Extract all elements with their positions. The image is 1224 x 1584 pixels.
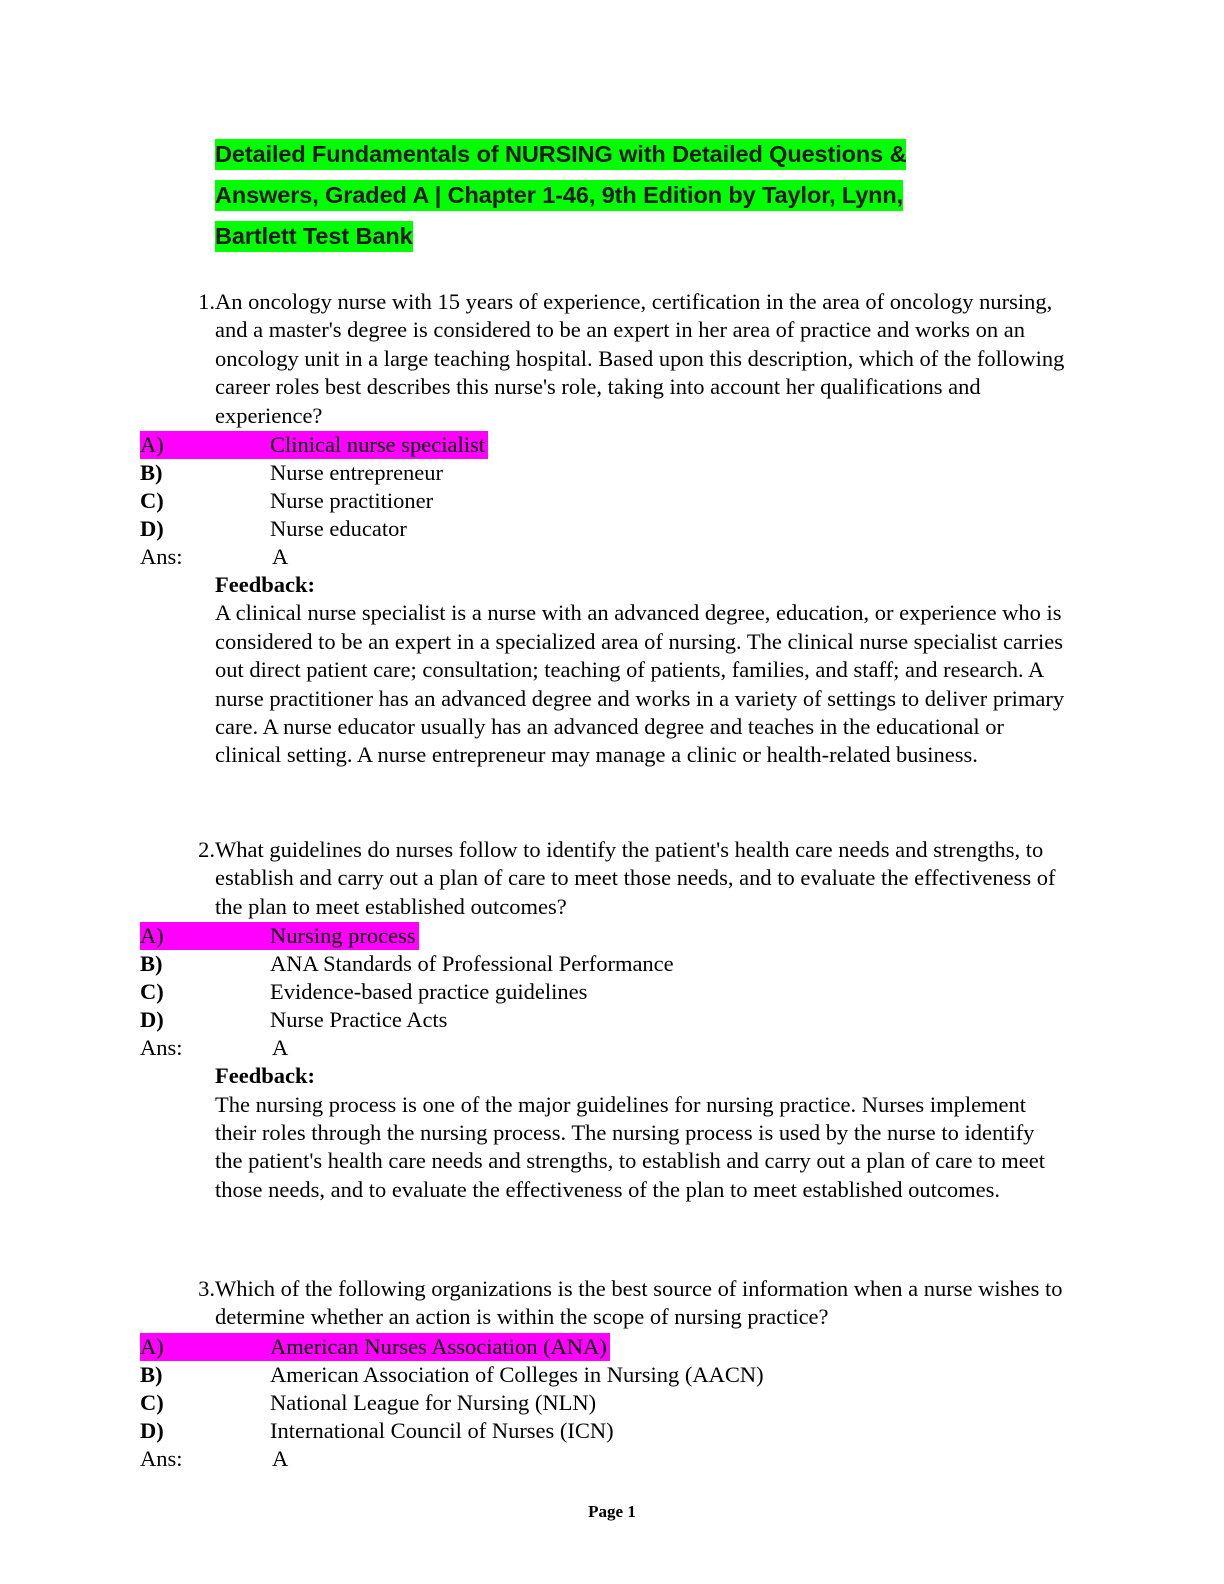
- feedback-label: Feedback:: [215, 1063, 315, 1089]
- option-c[interactable]: C) National League for Nursing (NLN): [140, 1389, 596, 1417]
- answer-row: Ans: A: [0, 1445, 1224, 1473]
- option-b[interactable]: B) American Association of Colleges in Nu…: [140, 1361, 764, 1389]
- feedback-label: Feedback:: [215, 572, 315, 598]
- option-text: Clinical nurse specialist: [270, 432, 485, 458]
- answer-row: Ans: A: [0, 543, 1224, 571]
- option-d[interactable]: D) Nurse Practice Acts: [140, 1006, 447, 1034]
- option-text: ANA Standards of Professional Performanc…: [270, 951, 674, 977]
- document-title-line-3: Bartlett Test Bank: [215, 221, 413, 252]
- option-a[interactable]: A) American Nurses Association (ANA): [140, 1332, 610, 1361]
- options-list: A) American Nurses Association (ANA) B) Am…: [0, 1332, 1224, 1445]
- question-stem: 1.An oncology nurse with 15 years of exp…: [198, 288, 1065, 430]
- document-title-line-2: Answers, Graded A | Chapter 1-46, 9th Ed…: [215, 180, 903, 211]
- options-list: A) Nursing process B) ANA Standards of Pro…: [0, 922, 1224, 1034]
- answer-row: Ans: A: [0, 1034, 1224, 1062]
- option-row[interactable]: A) Nursing process: [0, 922, 1224, 951]
- option-text: American Nurses Association (ANA): [270, 1333, 607, 1359]
- question-number: 1.: [198, 289, 215, 314]
- option-text: Nurse educator: [270, 516, 407, 542]
- option-text: Nurse entrepreneur: [270, 460, 444, 486]
- feedback-section: Feedback: A clinical nurse specialist is…: [215, 571, 1065, 770]
- question-number: 2.: [198, 837, 215, 862]
- document-title-line-1: Detailed Fundamentals of NURSING with De…: [215, 139, 907, 170]
- options-list: A) Clinical nurse specialist B) Nurse entr…: [0, 431, 1224, 543]
- question-block: 2.What guidelines do nurses follow to id…: [0, 836, 1224, 1204]
- answer-value: A: [272, 1445, 289, 1471]
- option-a[interactable]: A) Nursing process: [140, 922, 419, 951]
- option-a[interactable]: A) Clinical nurse specialist: [140, 431, 488, 460]
- option-row[interactable]: B) American Association of Colleges in Nu…: [0, 1361, 1224, 1389]
- question-block: 3.Which of the following organizations i…: [0, 1275, 1224, 1473]
- option-d[interactable]: D) International Council of Nurses (ICN): [140, 1417, 614, 1445]
- answer-label: Ans:: [140, 1035, 183, 1061]
- feedback-text: A clinical nurse specialist is a nurse w…: [215, 600, 1065, 768]
- question-number: 3.: [198, 1276, 215, 1301]
- option-letter: A): [140, 923, 164, 949]
- option-b[interactable]: B) Nurse entrepreneur: [140, 459, 443, 487]
- option-letter: D): [140, 1417, 164, 1443]
- option-letter: C): [140, 488, 164, 514]
- option-letter: B): [140, 951, 163, 977]
- question-block: 1.An oncology nurse with 15 years of exp…: [0, 288, 1224, 770]
- option-letter: D): [140, 516, 164, 542]
- question-text: Which of the following organizations is …: [215, 1276, 1063, 1330]
- option-row[interactable]: A) Clinical nurse specialist: [0, 431, 1224, 460]
- feedback-section: Feedback: The nursing process is one of …: [215, 1062, 1065, 1204]
- option-d[interactable]: D) Nurse educator: [140, 515, 407, 543]
- option-b[interactable]: B) ANA Standards of Professional Performa…: [140, 950, 674, 978]
- option-text: International Council of Nurses (ICN): [270, 1417, 614, 1443]
- option-text: Evidence-based practice guidelines: [270, 979, 588, 1005]
- feedback-text: The nursing process is one of the major …: [215, 1091, 1045, 1202]
- option-letter: B): [140, 460, 163, 486]
- option-text: Nurse practitioner: [270, 488, 434, 514]
- option-row[interactable]: C) Nurse practitioner: [0, 487, 1224, 515]
- option-row[interactable]: A) American Nurses Association (ANA): [0, 1332, 1224, 1361]
- option-row[interactable]: D) Nurse educator: [0, 515, 1224, 543]
- option-row[interactable]: C) Evidence-based practice guidelines: [0, 978, 1224, 1006]
- answer-label: Ans:: [140, 1445, 183, 1471]
- option-row[interactable]: D) Nurse Practice Acts: [0, 1006, 1224, 1034]
- option-row[interactable]: B) Nurse entrepreneur: [0, 459, 1224, 487]
- option-c[interactable]: C) Nurse practitioner: [140, 487, 433, 515]
- question-text: An oncology nurse with 15 years of exper…: [215, 289, 1065, 428]
- option-text: American Association of Colleges in Nurs…: [270, 1361, 764, 1387]
- option-row[interactable]: C) National League for Nursing (NLN): [0, 1389, 1224, 1417]
- document-title: Detailed Fundamentals of NURSING with De…: [215, 134, 1045, 257]
- option-letter: B): [140, 1361, 163, 1387]
- option-text: National League for Nursing (NLN): [270, 1389, 597, 1415]
- question-text: What guidelines do nurses follow to iden…: [215, 837, 1056, 919]
- option-letter: C): [140, 979, 164, 1005]
- answer-label: Ans:: [140, 544, 183, 570]
- option-letter: C): [140, 1389, 164, 1415]
- option-letter: A): [140, 1333, 164, 1359]
- option-letter: A): [140, 432, 164, 458]
- option-letter: D): [140, 1007, 164, 1033]
- option-text: Nurse Practice Acts: [270, 1007, 448, 1033]
- answer-value: A: [272, 544, 289, 570]
- question-stem: 2.What guidelines do nurses follow to id…: [198, 836, 1065, 921]
- option-row[interactable]: D) International Council of Nurses (ICN): [0, 1417, 1224, 1445]
- option-text: Nursing process: [270, 923, 416, 949]
- question-stem: 3.Which of the following organizations i…: [198, 1275, 1065, 1332]
- option-row[interactable]: B) ANA Standards of Professional Performa…: [0, 950, 1224, 978]
- answer-value: A: [272, 1035, 289, 1061]
- page-footer: Page 1: [588, 1502, 636, 1521]
- option-c[interactable]: C) Evidence-based practice guidelines: [140, 978, 587, 1006]
